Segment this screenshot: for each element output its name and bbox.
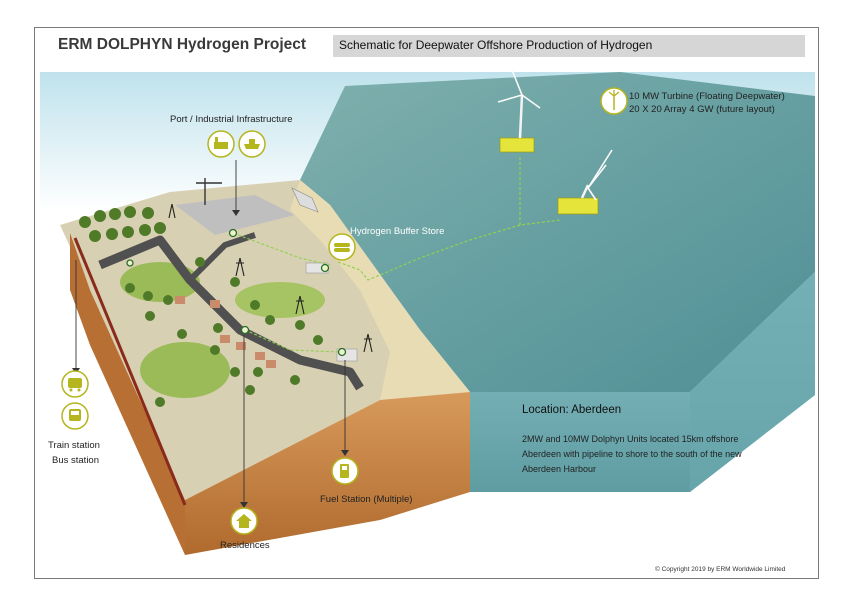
copyright-notice: © Copyright 2019 by ERM Worldwide Limite…: [655, 566, 786, 573]
residences-label: Residences: [220, 540, 270, 551]
bus-icon: [61, 402, 89, 430]
fuel-station-label: Fuel Station (Multiple): [320, 494, 413, 505]
turbine-caption: 10 MW Turbine (Floating Deepwater) 20 X …: [629, 90, 785, 116]
location-line-3: Aberdeen Harbour: [522, 464, 597, 474]
port-crane: [196, 178, 222, 205]
pipeline-onshore: [237, 234, 331, 266]
ship: [291, 187, 319, 213]
wind-turbine-icon: [600, 87, 628, 115]
leader-lines: [75, 160, 346, 502]
turbine-caption-line-1: 10 MW Turbine (Floating Deepwater): [629, 91, 785, 102]
grass-patch: [140, 342, 230, 398]
location-title: Location: Aberdeen: [522, 404, 622, 416]
train-station-label: Train station: [48, 440, 100, 451]
railway-line: [73, 237, 187, 506]
location-line-2: Aberdeen with pipeline to shore to the s…: [522, 449, 742, 459]
floating-turbine-1: [497, 69, 541, 153]
hydrogen-tank-icon: [328, 233, 356, 261]
hydrogen-pipeline: [337, 219, 561, 281]
sea-right-face: [690, 272, 815, 492]
turbine-caption-line-2: 20 X 20 Array 4 GW (future layout): [629, 104, 775, 115]
beach: [290, 180, 470, 400]
page-subtitle: Schematic for Deepwater Offshore Product…: [339, 38, 653, 52]
pipeline-fuel: [244, 329, 341, 353]
house-icon: [230, 507, 258, 535]
power-pylons: [168, 203, 373, 353]
floating-turbine-2: [557, 149, 613, 215]
sea-surface: [300, 72, 815, 392]
buffer-store-label: Hydrogen Buffer Store: [350, 226, 445, 237]
soil-front-face: [185, 392, 470, 555]
train-icon: [61, 370, 89, 398]
page-title: ERM DOLPHYN Hydrogen Project: [58, 36, 307, 53]
soil-left-face: [70, 233, 185, 555]
grass-patch: [235, 282, 325, 318]
bus-station-label: Bus station: [52, 455, 99, 466]
port-label: Port / Industrial Infrastructure: [170, 114, 293, 125]
trees: [79, 206, 323, 407]
port-road: [187, 232, 256, 283]
ship-icon: [238, 130, 266, 158]
main-road: [98, 235, 364, 391]
pipeline-nodes: [126, 228, 347, 357]
houses: [175, 296, 276, 368]
subtitle-bar: [333, 35, 805, 57]
location-description: 2MW and 10MW Dolphyn Units located 15km …: [522, 432, 742, 477]
industry-icon: [207, 130, 235, 158]
fuel-pump-icon: [331, 457, 359, 485]
location-line-1: 2MW and 10MW Dolphyn Units located 15km …: [522, 434, 739, 444]
